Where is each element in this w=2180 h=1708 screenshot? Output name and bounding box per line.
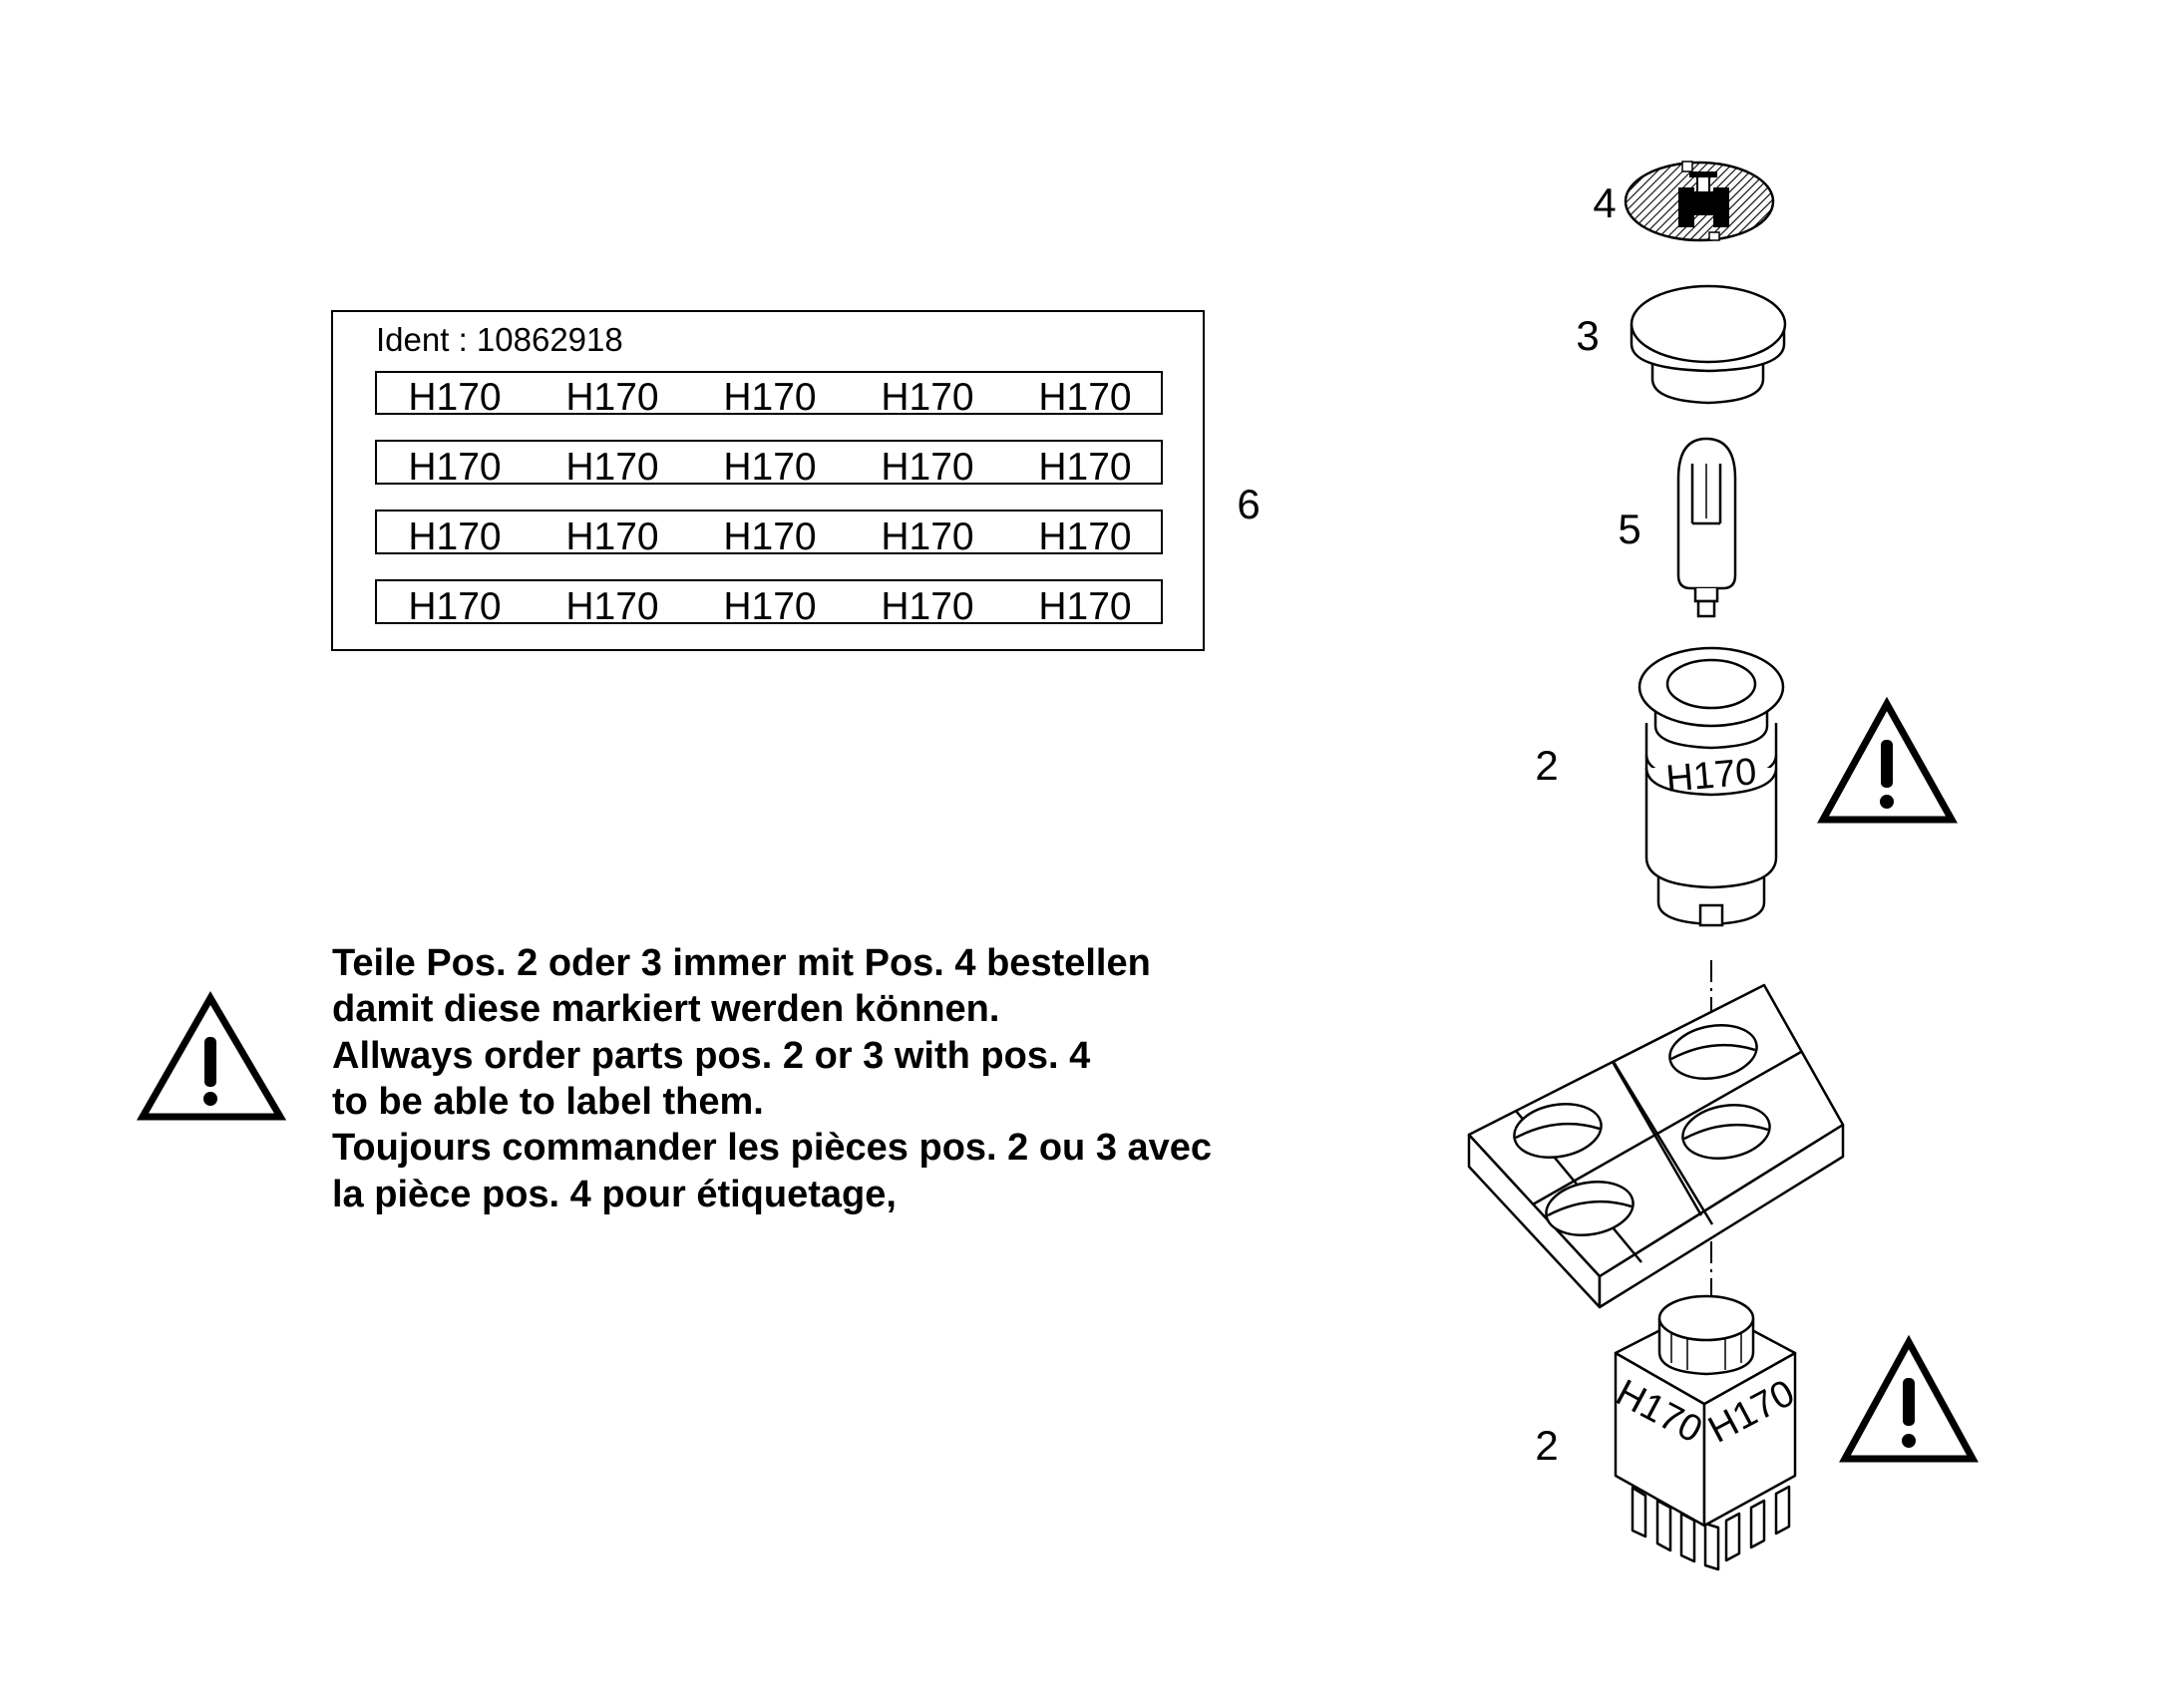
label-tag: H170 [723,376,816,419]
label-tag: H170 [408,376,501,419]
label-tag: H170 [881,515,973,558]
warning-triangle-icon [1817,696,1958,824]
order-note: Teile Pos. 2 oder 3 immer mit Pos. 4 bes… [332,942,1212,1215]
callout-6: 6 [1237,481,1260,527]
warning-triangle-icon [136,991,287,1121]
order-note-line: damit diese markiert werden können. [332,988,999,1030]
callout-5: 5 [1618,506,1640,552]
label-tag: H170 [565,446,658,489]
round-switch-label: H170 [1664,751,1758,801]
label-tag: H170 [723,446,816,489]
label-tag: H170 [565,376,658,419]
label-tag: H170 [408,515,501,558]
label-tag: H170 [408,446,501,489]
label-row: H170 H170 H170 H170 H170 [375,510,1163,558]
label-tag: H170 [723,515,816,558]
order-note-line: Teile Pos. 2 oder 3 immer mit Pos. 4 bes… [332,942,1151,984]
label-row: H170 H170 H170 H170 H170 [375,371,1163,419]
bulb-part [1676,437,1737,618]
callout-4: 4 [1593,179,1616,226]
label-tag: H170 [1038,515,1131,558]
square-switch-part [1614,1294,1797,1571]
order-note-line: to be able to label them. [332,1081,764,1123]
label-tag: H170 [565,515,658,558]
label-sheet-border [331,310,1205,651]
callout-3: 3 [1576,312,1599,359]
label-tag: H170 [1038,376,1131,419]
callout-2-round: 2 [1535,742,1558,789]
label-tag: H170 [1038,585,1131,628]
label-tag: H170 [881,446,973,489]
label-row: H170 H170 H170 H170 H170 [375,579,1163,628]
tractor-emblem-icon [1624,161,1775,242]
cap-part [1630,284,1787,405]
label-tag: H170 [881,376,973,419]
label-sheet: Ident : 10862918 H170 H170 H170 H170 H17… [331,310,1205,651]
label-row: H170 H170 H170 H170 H170 [375,440,1163,489]
label-tag: H170 [565,585,658,628]
round-switch-part [1637,646,1785,927]
callout-2-square: 2 [1535,1422,1558,1469]
ident-text: Ident : 10862918 [376,321,623,358]
order-note-line: Toujours commander les pièces pos. 2 ou … [332,1127,1212,1169]
label-tag: H170 [723,585,816,628]
order-note-line: Allways order parts pos. 2 or 3 with pos… [332,1035,1090,1077]
label-tag: H170 [408,585,501,628]
warning-triangle-icon [1839,1334,1979,1463]
label-tag: H170 [1038,446,1131,489]
order-note-line: la pièce pos. 4 pour étiquetage, [332,1174,897,1215]
label-tag: H170 [881,585,973,628]
panel-plate [1467,983,1845,1309]
